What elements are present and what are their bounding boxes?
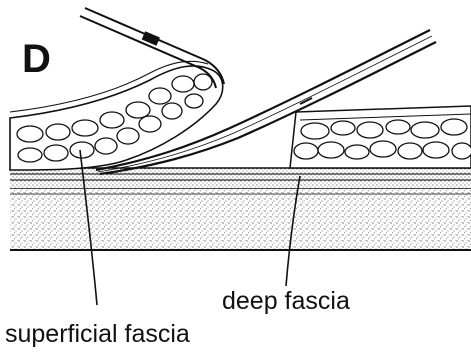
fat-layer-right (290, 106, 471, 168)
deep-fascia-band (10, 168, 471, 188)
muscle-layer (10, 188, 471, 250)
superficial-fascia-label: superficial fascia (5, 320, 190, 348)
panel-letter: D (22, 37, 51, 81)
deep-fascia-label: deep fascia (222, 287, 350, 315)
